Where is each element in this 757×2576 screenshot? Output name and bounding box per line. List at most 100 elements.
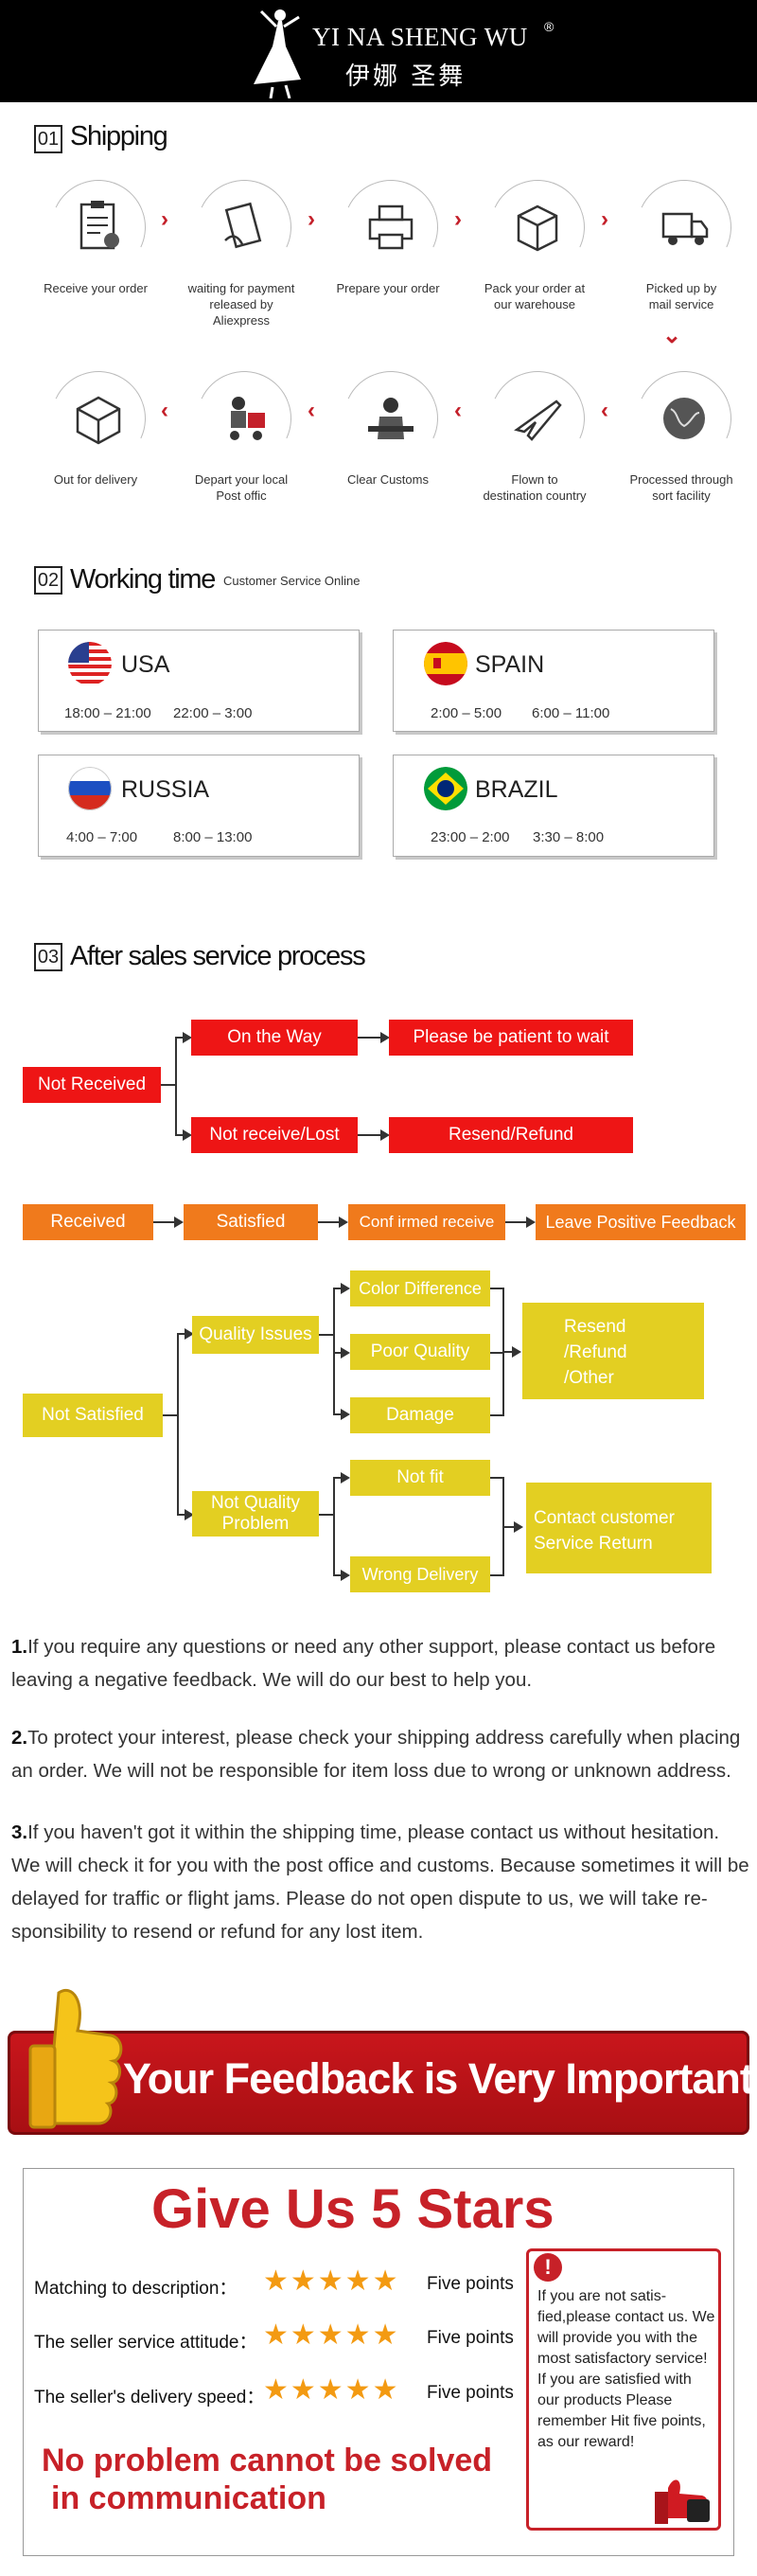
chevron-right-icon: › — [601, 206, 608, 232]
thumbs-up-icon — [655, 2479, 710, 2524]
connector — [505, 1221, 528, 1223]
connector — [175, 1134, 185, 1136]
connector — [318, 1221, 341, 1223]
flow-label: Service Return — [534, 1534, 653, 1554]
connector — [358, 1134, 382, 1136]
slogan-line-1: No problem cannot be solved — [42, 2443, 493, 2478]
flow-contact-service: Contact customer Service Return — [526, 1483, 712, 1573]
usa-flag-icon — [68, 642, 112, 685]
flow-resend-refund-other: Resend /Refund /Other — [522, 1303, 704, 1399]
section-subtitle: Customer Service Online — [223, 574, 361, 588]
flow-not-satisfied: Not Satisfied — [23, 1394, 163, 1437]
five-stars-icon: ★★★★★ — [263, 2374, 400, 2406]
flow-color-difference: Color Difference — [350, 1270, 490, 1306]
flow-poor-quality: Poor Quality — [350, 1334, 490, 1370]
brand-name-chinese: 伊娜 圣舞 — [345, 62, 467, 91]
arrow-icon — [185, 1509, 194, 1520]
chevron-left-icon: ‹ — [161, 398, 168, 423]
connector — [175, 1037, 185, 1039]
arrow-icon — [341, 1472, 350, 1483]
alert-icon: ! — [534, 2253, 562, 2282]
arrow-icon — [341, 1570, 350, 1581]
customs-icon — [368, 398, 414, 439]
connector — [490, 1477, 503, 1479]
flow-label: /Refund — [564, 1342, 627, 1362]
note-text: If you require any questions or need any… — [11, 1636, 716, 1691]
header-bar — [0, 0, 757, 102]
connector — [502, 1526, 516, 1528]
note-number: 3. — [11, 1821, 28, 1843]
time-slot: 3:30 – 8:00 — [533, 829, 605, 845]
brand-name-english: YI NA SHENG WU — [312, 23, 528, 51]
connector — [163, 1414, 178, 1416]
chevron-left-icon: ‹ — [308, 398, 315, 423]
printer-icon — [368, 204, 414, 250]
flow-not-received: Not Received — [23, 1067, 161, 1103]
rating-card — [23, 2168, 734, 2556]
connector — [333, 1288, 343, 1289]
step-label: waiting for payment released by Aliexpre… — [187, 281, 295, 328]
connector — [502, 1351, 514, 1353]
connector — [177, 1514, 186, 1516]
chevron-down-icon: ⌄ — [662, 323, 682, 348]
arrow-icon — [185, 1328, 194, 1340]
flow-resend-refund: Resend/Refund — [389, 1117, 633, 1153]
rating-title: Give Us 5 Stars — [151, 2178, 555, 2240]
section-number: 01 — [34, 125, 62, 153]
arrow-icon — [514, 1521, 523, 1533]
step-label: Clear Customs — [347, 472, 429, 487]
arrow-icon — [512, 1346, 521, 1358]
rating-points: Five points — [427, 2383, 514, 2403]
time-slot: 18:00 – 21:00 — [64, 705, 151, 721]
step-label: Processed through sort facility — [629, 472, 733, 503]
feedback-banner-text: Your Feedback is Very Important — [123, 2054, 754, 2103]
working-box-usa — [38, 630, 360, 732]
flow-received: Received — [23, 1204, 153, 1240]
flow-label: Problem — [221, 1514, 290, 1534]
chevron-right-icon: › — [308, 206, 315, 232]
working-box-brazil — [393, 755, 714, 857]
flow-damage: Damage — [350, 1397, 490, 1433]
note-2: 2.To protect your interest, please check… — [11, 1721, 749, 1787]
step-label: Depart your local Post offic — [194, 472, 289, 503]
connector — [175, 1037, 177, 1135]
arrow-icon — [339, 1217, 348, 1228]
thumbs-up-icon — [28, 1989, 123, 2129]
connector — [319, 1514, 334, 1516]
flow-leave-feedback: Leave Positive Feedback — [536, 1204, 746, 1240]
section-title-shipping: Shipping — [70, 121, 168, 151]
plane-icon — [514, 400, 562, 441]
connector — [333, 1574, 343, 1576]
arrow-icon — [183, 1129, 192, 1141]
five-stars-icon: ★★★★★ — [263, 2319, 400, 2351]
note-3: 3.If you haven't got it within the shipp… — [11, 1816, 749, 1948]
connector — [333, 1352, 343, 1354]
connector — [153, 1221, 176, 1223]
time-slot: 2:00 – 5:00 — [431, 705, 502, 721]
arrow-icon — [380, 1032, 390, 1043]
connector — [490, 1352, 503, 1354]
flow-not-fit: Not fit — [350, 1460, 490, 1496]
courier-icon — [230, 397, 265, 440]
box-icon — [517, 204, 558, 252]
time-slot: 23:00 – 2:00 — [431, 829, 510, 845]
working-box-russia — [38, 755, 360, 857]
chevron-right-icon: › — [161, 206, 168, 232]
connector — [333, 1288, 335, 1414]
clipboard-icon — [79, 201, 119, 250]
flow-not-quality-problem: Not Quality Problem — [192, 1491, 319, 1537]
section-number: 02 — [34, 566, 62, 595]
country-name: BRAZIL — [475, 776, 558, 803]
globe-icon — [663, 398, 705, 439]
five-stars-icon: ★★★★★ — [263, 2265, 400, 2297]
registered-mark: ® — [544, 19, 555, 34]
slogan-line-2: in communication — [51, 2480, 326, 2516]
arrow-icon — [341, 1347, 350, 1359]
section-number: 03 — [34, 943, 62, 971]
spain-flag-icon — [424, 642, 467, 685]
feedback-banner — [8, 2031, 749, 2135]
country-name: USA — [121, 651, 170, 678]
rating-label: The seller's delivery speed： — [34, 2388, 265, 2407]
flow-wrong-delivery: Wrong Delivery — [350, 1556, 490, 1592]
chevron-left-icon: ‹ — [454, 398, 462, 423]
